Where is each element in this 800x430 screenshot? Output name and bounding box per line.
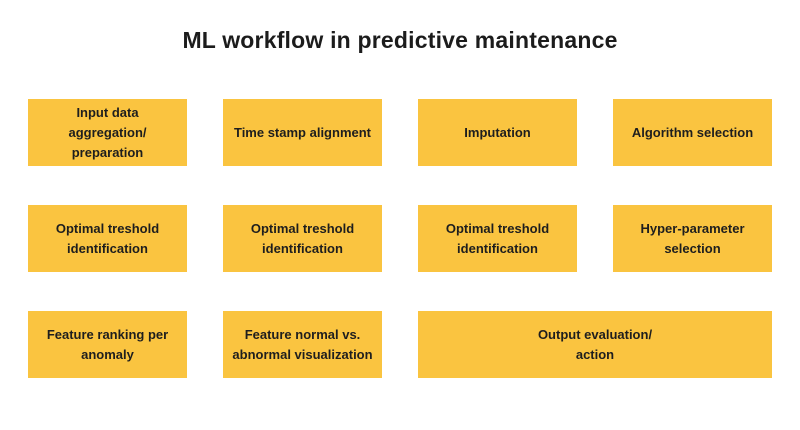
workflow-box-label: Imputation [464,124,531,140]
workflow-box-label: Optimal treshold identification [55,220,160,256]
box-optimal-treshold-identification-3: Optimal treshold identification [418,205,577,272]
box-output-evaluation-action: Output evaluation/ action [418,311,772,378]
workflow-box-label: Time stamp alignment [233,124,371,140]
workflow-box-label: Output evaluation/ action [537,326,653,362]
page-title: ML workflow in predictive maintenance [182,27,618,53]
workflow-box-label: Optimal treshold identification [445,220,550,256]
workflow-grid: Input data aggregation/ preparation Time … [28,99,772,378]
workflow-box-label: Feature normal vs. abnormal visualizatio… [232,326,373,362]
box-imputation: Imputation [418,99,577,166]
box-optimal-treshold-identification-1: Optimal treshold identification [28,205,187,272]
box-optimal-treshold-identification-2: Optimal treshold identification [223,205,382,272]
box-input-data-aggregation: Input data aggregation/ preparation [28,99,187,166]
box-time-stamp-alignment: Time stamp alignment [223,99,382,166]
workflow-box-label: Input data aggregation/ preparation [68,104,147,160]
workflow-box-label: Hyper-parameter selection [640,220,745,256]
workflow-box-label: Algorithm selection [631,124,754,140]
workflow-box-label: Optimal treshold identification [250,220,355,256]
box-feature-ranking-per-anomaly: Feature ranking per anomaly [28,311,187,378]
box-algorithm-selection: Algorithm selection [613,99,772,166]
workflow-box-label: Feature ranking per anomaly [46,326,169,362]
box-hyper-parameter-selection: Hyper-parameter selection [613,205,772,272]
box-feature-normal-vs-abnormal: Feature normal vs. abnormal visualizatio… [223,311,382,378]
